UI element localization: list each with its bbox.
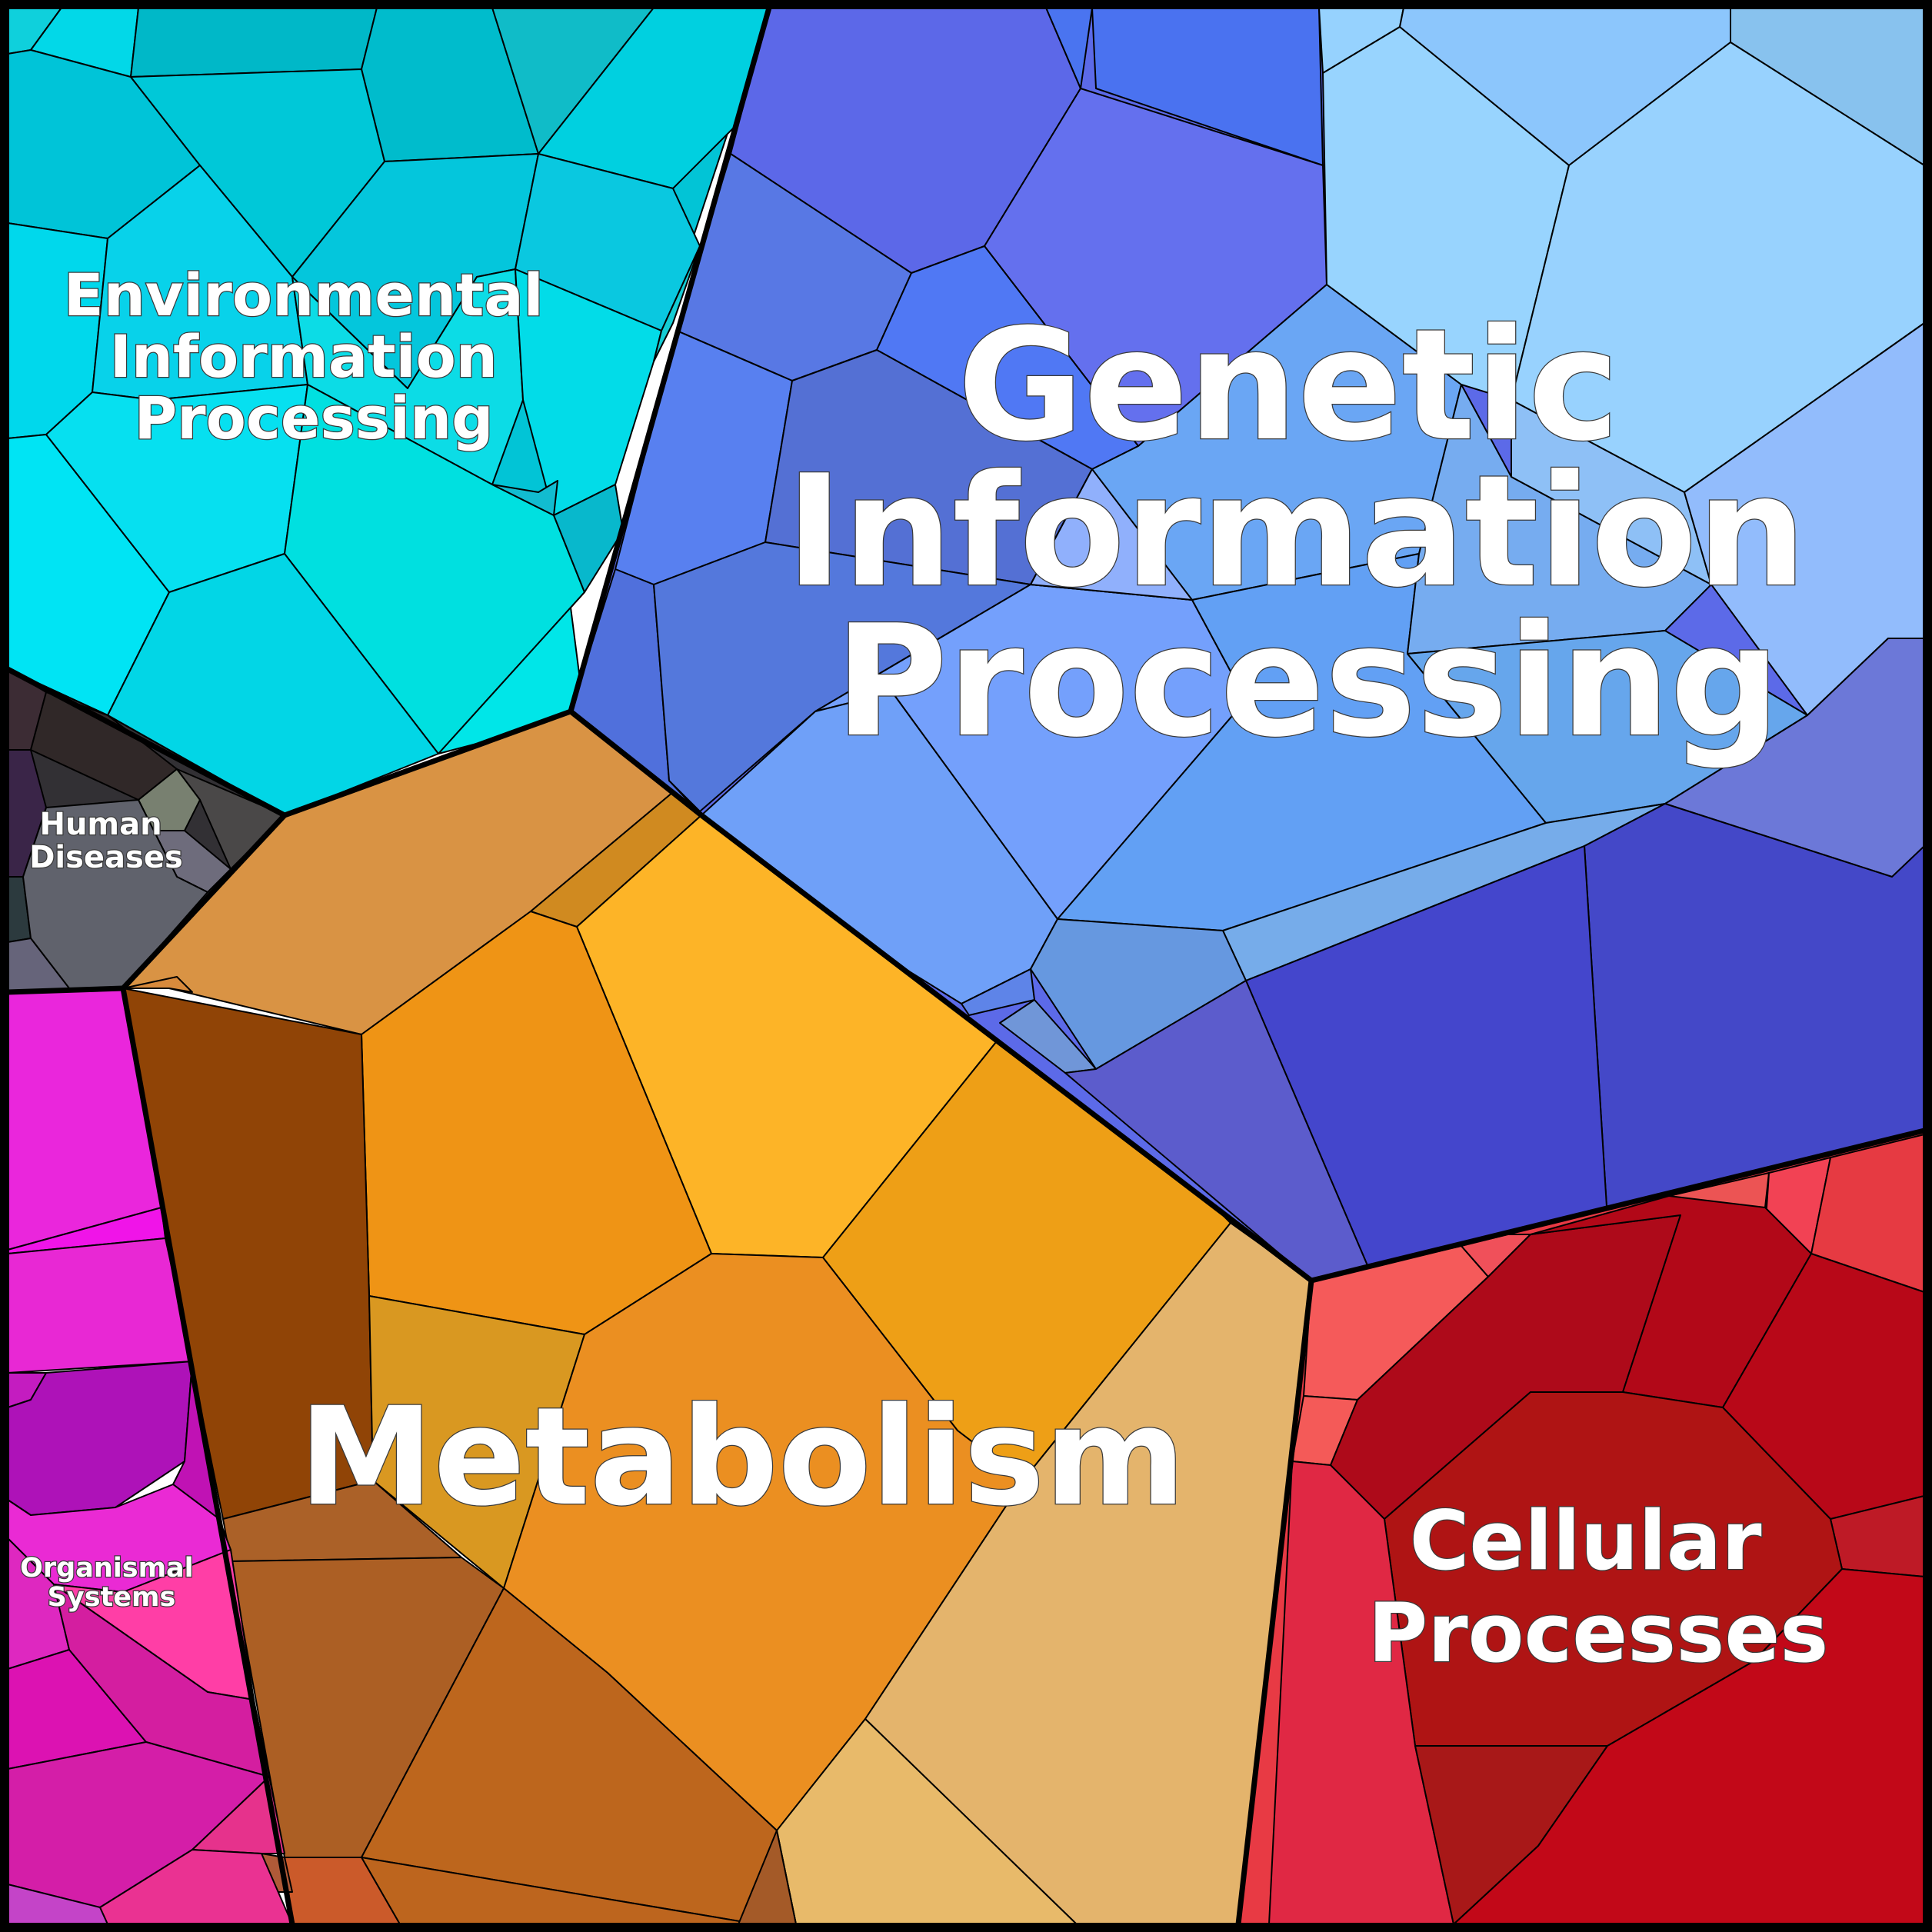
region-metabolism <box>122 711 1312 1925</box>
label-metabolism: Metabolism <box>298 1378 1185 1536</box>
category-labels: Environmental Information Processing Gen… <box>19 260 1860 1682</box>
cell <box>122 976 193 993</box>
label-cellular: Cellular Processes <box>1368 1494 1829 1681</box>
boundary-metabolism-cellular <box>1235 1277 1314 1927</box>
boundary-diseases-organismal <box>5 985 126 995</box>
cell <box>1030 468 1193 601</box>
label-environmental: Environmental Information Processing <box>64 261 564 452</box>
boundary-genetic-metabolism <box>568 708 1314 1284</box>
cell <box>1030 918 1247 1070</box>
label-genetic: Genetic Information Processing <box>786 296 1860 771</box>
region-environmental <box>7 7 770 878</box>
region-genetic <box>570 7 1925 1281</box>
cell <box>491 480 558 516</box>
label-organismal: Organismal Systems <box>20 1553 203 1613</box>
region-cellular <box>1237 1130 1925 1925</box>
cell <box>130 7 378 78</box>
region-organismal <box>7 988 293 1925</box>
label-human-diseases: Human Diseases <box>29 807 183 875</box>
boundary-genetic-cellular <box>1308 1128 1927 1284</box>
boundary-genetic-env <box>568 5 772 715</box>
cell <box>7 1237 193 1374</box>
